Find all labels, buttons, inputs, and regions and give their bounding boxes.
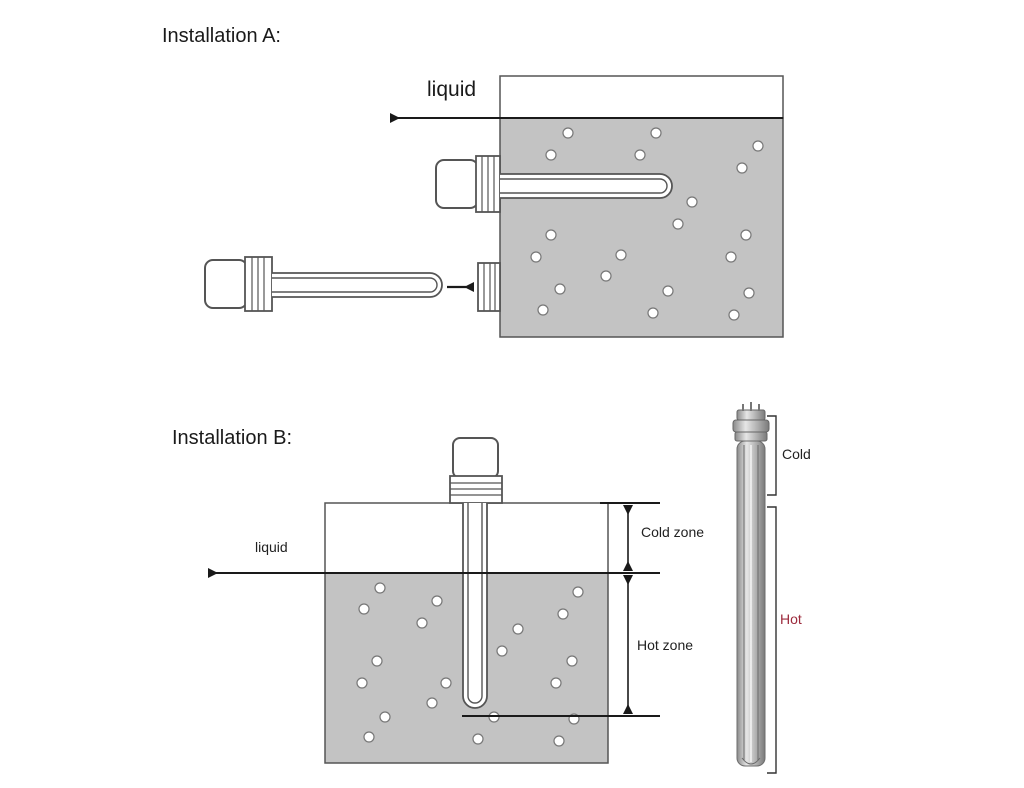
bubble: [752, 140, 764, 152]
bubble: [545, 149, 557, 161]
bubble: [550, 677, 562, 689]
photo-hot-bracket: [767, 506, 777, 774]
bubble: [416, 617, 428, 629]
bubble: [662, 285, 674, 297]
bubble: [600, 270, 612, 282]
installation-a-bubbles: [530, 127, 764, 321]
hot-zone-label: Hot zone: [637, 637, 693, 653]
installation-a-tank: [499, 75, 784, 338]
bubble: [647, 307, 659, 319]
bubble: [557, 608, 569, 620]
bubble: [553, 735, 565, 747]
bubble: [379, 711, 391, 723]
photo-hot-label: Hot: [780, 611, 802, 627]
bubble: [686, 196, 698, 208]
photo-cold-bracket: [767, 415, 777, 496]
bubble: [472, 733, 484, 745]
bubble: [537, 304, 549, 316]
bubble: [431, 595, 443, 607]
bubble: [512, 623, 524, 635]
bubble: [426, 697, 438, 709]
installation-a-loose-heater: [204, 256, 443, 312]
bubble: [545, 229, 557, 241]
bubble: [496, 645, 508, 657]
installation-b-bubbles: [356, 582, 584, 747]
installation-b-vertical-heater: [449, 437, 503, 709]
installation-a-tank-fitting: [477, 262, 501, 312]
bubble: [736, 162, 748, 174]
bubble: [358, 603, 370, 615]
bubble: [650, 127, 662, 139]
bubble: [728, 309, 740, 321]
bubble: [440, 677, 452, 689]
bubble: [743, 287, 755, 299]
bubble: [615, 249, 627, 261]
installation-b-liquid-label: liquid: [255, 539, 288, 555]
bubble: [672, 218, 684, 230]
photo-cold-label: Cold: [782, 446, 811, 462]
bubble: [572, 586, 584, 598]
bubble: [374, 582, 386, 594]
installation-a-title: Installation A:: [162, 25, 281, 47]
bubble: [562, 127, 574, 139]
installation-a-installed-heater: [435, 155, 673, 213]
bubble: [554, 283, 566, 295]
heater-photo-illustration: [732, 402, 770, 767]
bubble: [725, 251, 737, 263]
bubble: [371, 655, 383, 667]
bubble: [566, 655, 578, 667]
bubble: [634, 149, 646, 161]
bubble: [740, 229, 752, 241]
bubble: [363, 731, 375, 743]
cold-zone-label: Cold zone: [641, 524, 704, 540]
bubble: [356, 677, 368, 689]
installation-a-liquid-label: liquid: [427, 78, 476, 101]
installation-b-title: Installation B:: [172, 427, 292, 449]
bubble: [530, 251, 542, 263]
installation-b-zone-lines: [462, 502, 660, 717]
